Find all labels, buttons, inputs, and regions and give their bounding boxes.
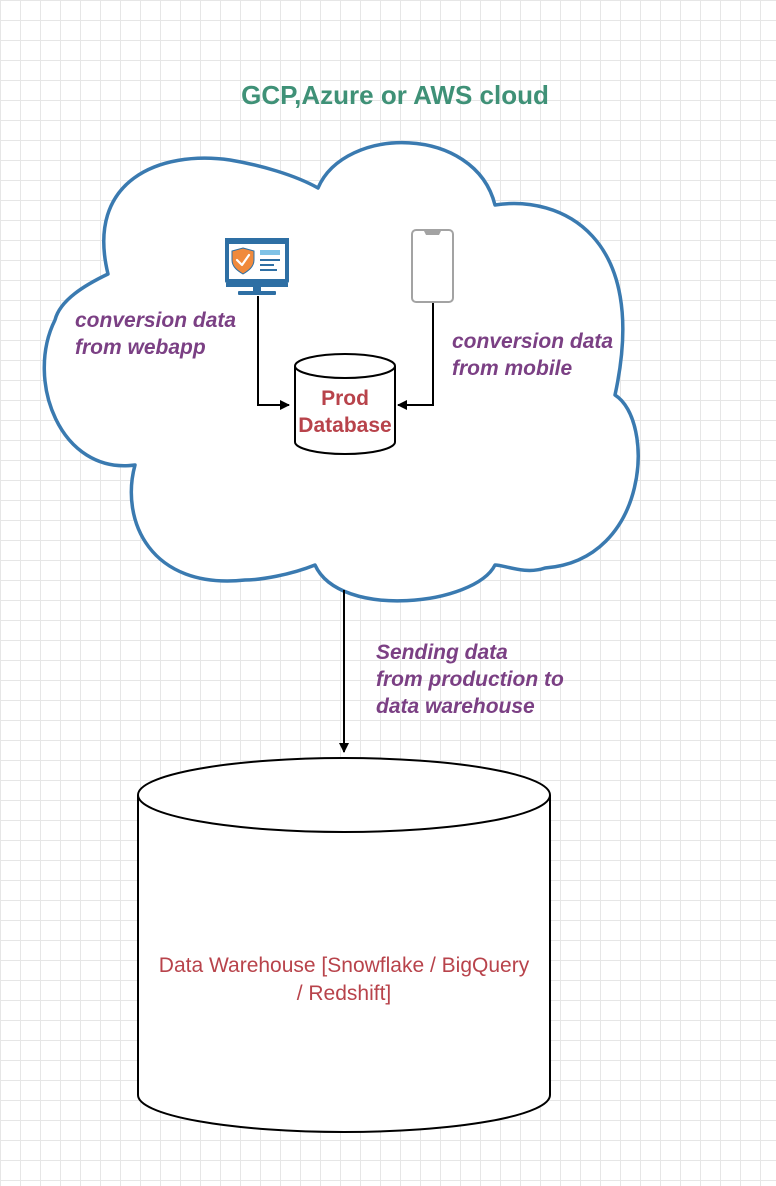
prod-database-label-line2: Database xyxy=(298,414,392,437)
prod-database-label-line1: Prod xyxy=(321,387,369,410)
mobile-flow-label: conversion data from mobile xyxy=(452,328,613,382)
transfer-flow-label: Sending data from production to data war… xyxy=(376,639,564,720)
data-warehouse-label-line1: Data Warehouse [Snowflake / BigQuery xyxy=(158,954,530,977)
mobile-flow-label-line2: from mobile xyxy=(452,357,573,380)
data-warehouse-label: Data Warehouse [Snowflake / BigQuery / R… xyxy=(139,952,549,1008)
webapp-flow-label-line2: from webapp xyxy=(75,336,206,359)
prod-database-label: Prod Database xyxy=(290,385,400,439)
webapp-to-db-connector xyxy=(257,296,290,410)
prod-database-cylinder xyxy=(294,353,396,455)
smartphone-icon xyxy=(411,229,454,303)
data-warehouse-label-line2: / Redshift] xyxy=(296,982,392,1005)
transfer-flow-label-line1: Sending data xyxy=(376,641,508,664)
data-warehouse-cylinder xyxy=(137,757,551,1133)
webapp-flow-label: conversion data from webapp xyxy=(75,307,236,361)
diagram-title: GCP,Azure or AWS cloud xyxy=(241,80,549,110)
mobile-to-db-connector xyxy=(397,303,434,410)
transfer-flow-label-line2: from production to xyxy=(376,668,564,691)
monitor-shield-icon xyxy=(225,238,289,295)
webapp-flow-label-line1: conversion data xyxy=(75,309,237,332)
mobile-flow-label-line1: conversion data xyxy=(452,330,614,353)
transfer-flow-label-line3: data warehouse xyxy=(376,695,535,718)
